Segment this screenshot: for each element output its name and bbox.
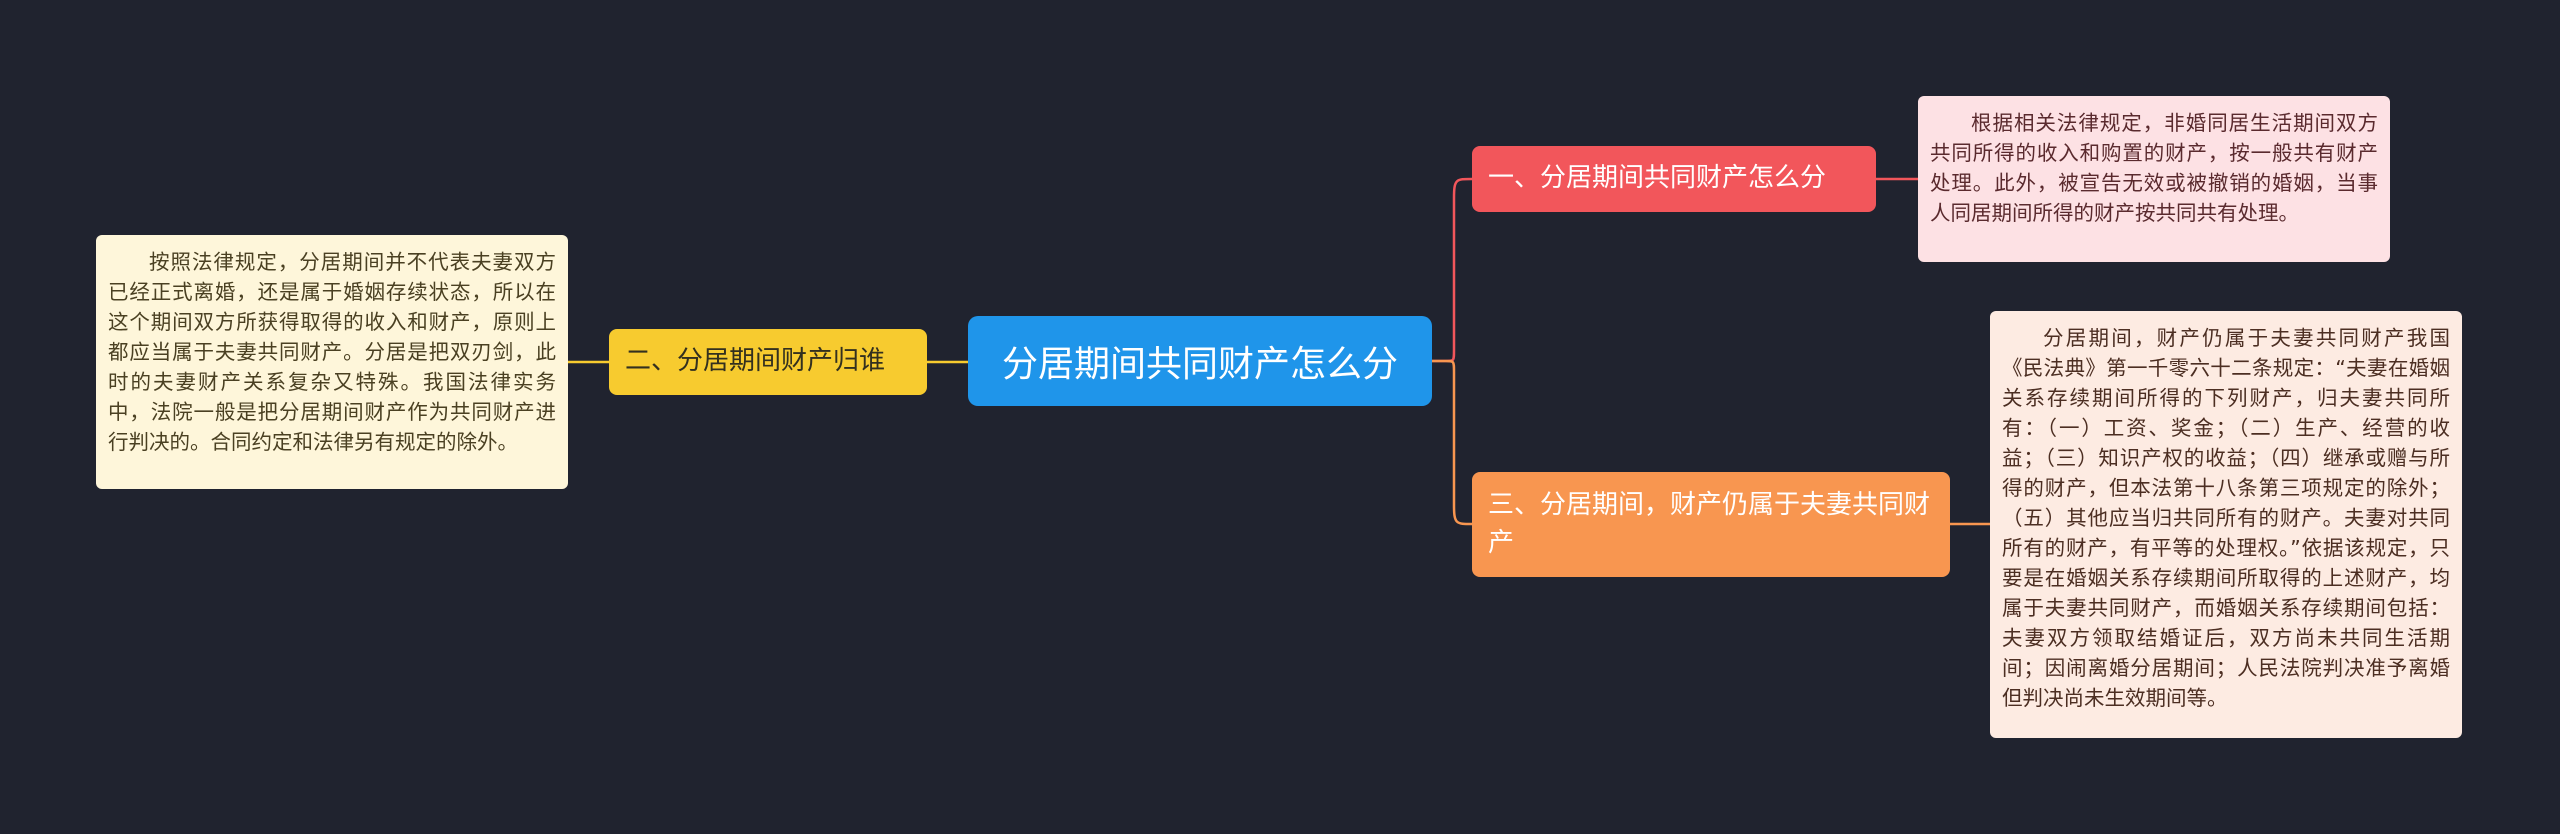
branch-topic-1-label: 一、分居期间共同财产怎么分 <box>1488 163 1827 194</box>
connector-root-branch1 <box>1432 177 1473 363</box>
note-branch-1-text: 根据相关法律规定，非婚同居生活期间双方共同所得的收入和购置的财产，按一般共有财产… <box>1930 111 2378 225</box>
branch-topic-3-label: 三、分居期间，财产仍属于夫妻共同财产 <box>1488 489 1931 558</box>
note-branch-1[interactable]: 根据相关法律规定，非婚同居生活期间双方共同所得的收入和购置的财产，按一般共有财产… <box>1918 96 2390 262</box>
note-branch-2[interactable]: 按照法律规定，分居期间并不代表夫妻双方已经正式离婚，还是属于婚姻存续状态，所以在… <box>96 235 568 489</box>
branch-topic-3[interactable]: 三、分居期间，财产仍属于夫妻共同财产 <box>1472 472 1950 577</box>
note-branch-2-text: 按照法律规定，分居期间并不代表夫妻双方已经正式离婚，还是属于婚姻存续状态，所以在… <box>108 250 556 454</box>
root-topic[interactable]: 分居期间共同财产怎么分 <box>968 316 1432 406</box>
branch-topic-2-label: 二、分居期间财产归谁 <box>625 346 886 377</box>
branch-topic-1[interactable]: 一、分居期间共同财产怎么分 <box>1472 146 1876 212</box>
root-topic-label: 分居期间共同财产怎么分 <box>1001 344 1398 385</box>
connector-root-branch3 <box>1432 359 1473 526</box>
note-branch-3[interactable]: 分居期间，财产仍属于夫妻共同财产我国《民法典》第一千零六十二条规定：“夫妻在婚姻… <box>1990 311 2462 738</box>
note-branch-3-text: 分居期间，财产仍属于夫妻共同财产我国《民法典》第一千零六十二条规定：“夫妻在婚姻… <box>2002 326 2450 710</box>
branch-topic-2[interactable]: 二、分居期间财产归谁 <box>609 329 927 395</box>
